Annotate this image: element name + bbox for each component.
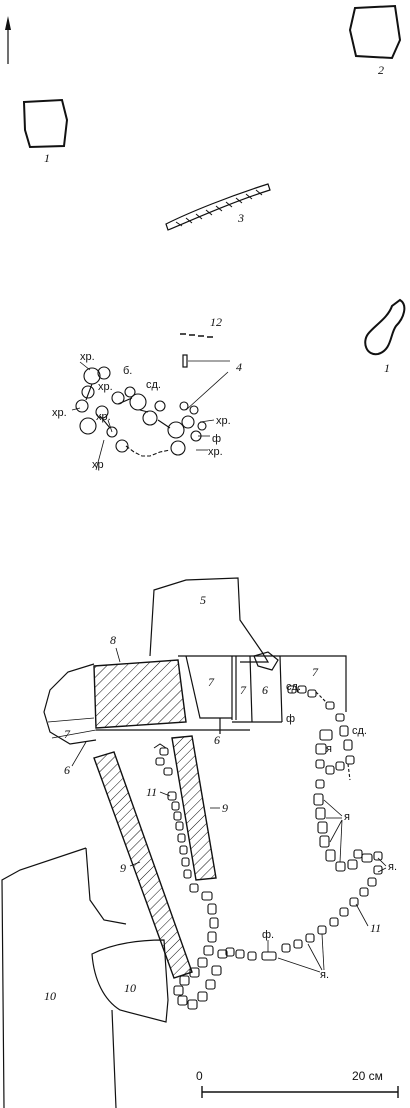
label-xr-4: хр. [96,411,111,423]
label-number-6b: 6 [262,683,268,697]
object-9-left-plank [93,751,193,979]
label-ya-1: я [326,743,332,755]
label-number-11b: 11 [370,921,381,935]
label-number-2: 2 [378,63,384,77]
label-xr-1: хр. [80,351,95,363]
object-7-6-panels [96,655,347,734]
label-sd-3: сд. [352,725,367,737]
bead-cluster-left-small [153,743,167,749]
object-10-large-outline [1,847,127,1108]
label-number-7a: 7 [64,727,71,741]
artefact-3-twisted-rod [165,183,271,231]
label-number-9a: 9 [222,801,228,815]
label-f-1: ф [212,433,221,445]
label-number-1a: 1 [44,151,50,165]
label-xr-6-right: хр. [216,415,231,427]
label-number-10b: 10 [124,981,136,995]
label-number-7d: 7 [312,665,319,679]
object-7-left-outline [43,663,97,745]
label-number-12: 12 [210,315,222,329]
label-f-2: ф [286,713,295,725]
object-10-pie-outline [91,939,169,1023]
label-number-10a: 10 [44,989,56,1003]
label-number-7c: 7 [240,683,247,697]
label-number-8: 8 [110,633,116,647]
label-number-5: 5 [200,593,206,607]
north-arrow-icon [5,16,11,64]
object-8-hatched-plank [93,659,187,729]
label-xr-3: хр. [52,407,67,419]
label-number-6c: 6 [214,733,220,747]
object-9-right-plank [171,735,217,881]
scale-label-end: 20 см [352,1069,383,1083]
label-number-3: 3 [237,211,244,225]
artefact-1a-outline [22,98,69,149]
label-number-6a: 6 [64,763,70,777]
label-ya-2: я [344,811,350,823]
object-5-outline [149,577,270,663]
label-f-3: ф. [262,929,274,941]
scale-label-zero: 0 [196,1069,203,1083]
label-number-7b: 7 [208,675,215,689]
artefact-1b-outline [364,298,406,356]
label-xr-6: хр. [208,446,223,458]
label-number-11a: 11 [146,785,157,799]
label-xr-5: хр [92,459,104,471]
artefact-12-beads [180,333,213,338]
label-xr-2: хр. [98,381,113,393]
label-sd-2: сд. [286,681,301,693]
scale-bar [201,1086,399,1098]
label-number-4: 4 [236,360,242,374]
artefact-2-outline [348,4,402,60]
label-ya-4: я. [320,969,329,981]
label-number-1b: 1 [384,361,390,375]
bead-string-right [225,685,383,961]
label-ya-3: я. [388,861,397,873]
label-number-9b: 9 [120,861,126,875]
object-5-tail [253,651,279,671]
label-b: б. [123,365,132,377]
label-sd-1: сд. [146,379,161,391]
bead-string-left [155,747,228,1010]
artefact-4-marker [182,354,230,411]
